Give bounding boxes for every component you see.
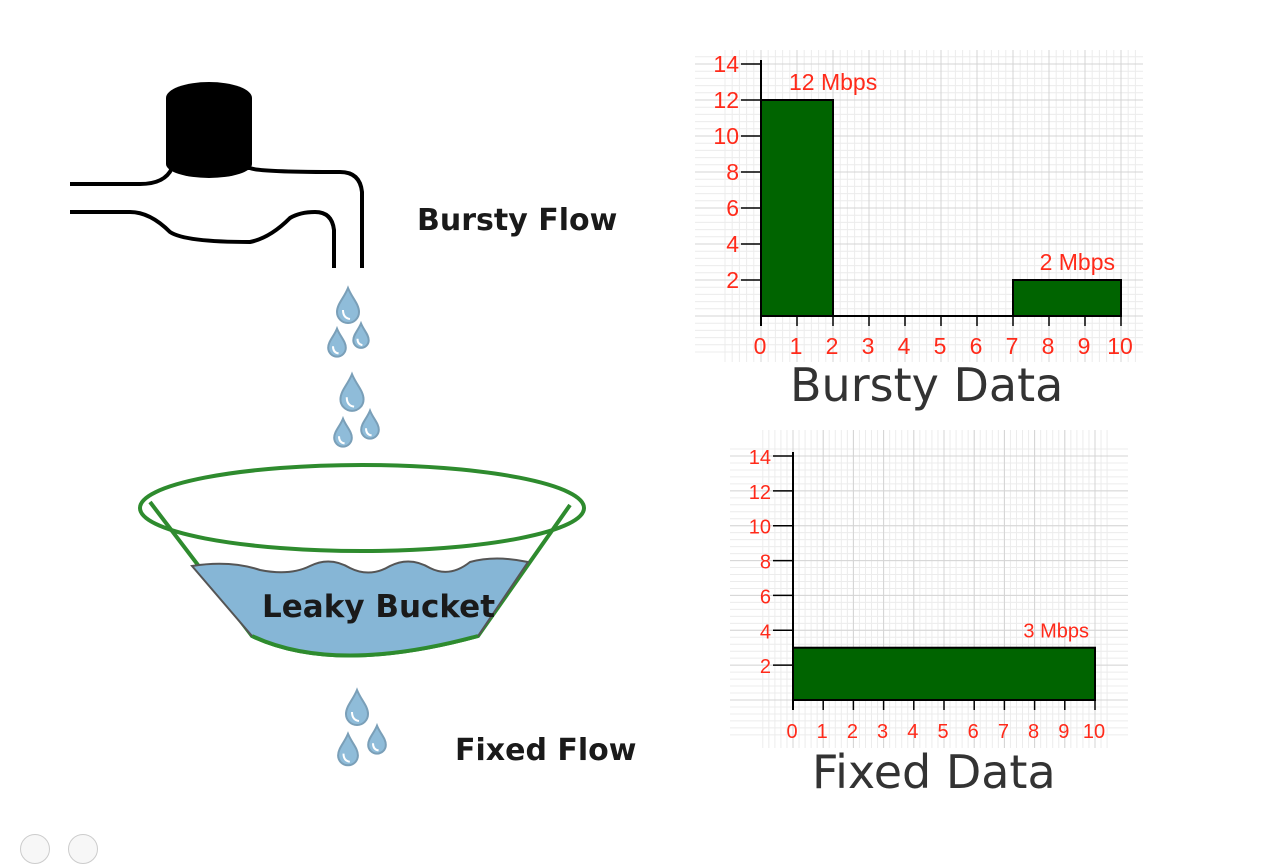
bucket-label: Leaky Bucket (262, 589, 496, 625)
x-tick-label: 6 (970, 333, 983, 359)
y-tick-label: 10 (713, 123, 739, 149)
x-tick-label: 8 (1042, 333, 1055, 359)
x-tick-label: 0 (786, 721, 797, 743)
y-tick-label: 6 (760, 586, 771, 608)
x-tick-label: 7 (998, 721, 1009, 743)
x-tick-label: 8 (1028, 721, 1039, 743)
water-drops-icon (327, 285, 380, 448)
x-tick-label: 4 (907, 721, 918, 743)
corner-circle-icon (68, 834, 98, 864)
x-tick-label: 2 (847, 721, 858, 743)
bucket-icon (138, 463, 586, 658)
bar-data-label: 3 Mbps (1023, 621, 1089, 643)
y-tick-label: 4 (760, 621, 771, 643)
drop-highlight (372, 743, 379, 752)
x-tick-label: 10 (1083, 721, 1105, 743)
bar-data-label: 2 Mbps (1040, 249, 1115, 275)
y-tick-label: 14 (749, 447, 771, 469)
bursty-flow-label: Bursty Flow (417, 203, 618, 238)
faucet-icon (70, 166, 364, 268)
bursty-data-caption: Bursty Data (790, 358, 1064, 412)
x-tick-label: 2 (826, 333, 839, 359)
leaky-bucket-illustration (70, 82, 586, 767)
drop-highlight (342, 309, 351, 320)
x-tick-label: 5 (934, 333, 947, 359)
x-tick-label: 9 (1078, 333, 1091, 359)
x-tick-label: 1 (817, 721, 828, 743)
y-tick-label: 6 (726, 195, 739, 221)
x-tick-label: 0 (754, 333, 767, 359)
y-tick-label: 2 (726, 267, 739, 293)
drop-highlight (332, 346, 339, 355)
drop-highlight (356, 338, 363, 347)
y-tick-label: 8 (760, 552, 771, 574)
fixed-data-caption: Fixed Data (812, 745, 1056, 799)
x-tick-label: 1 (790, 333, 803, 359)
y-tick-label: 14 (713, 51, 739, 77)
y-tick-label: 10 (749, 517, 771, 539)
drop-highlight (365, 428, 372, 437)
x-tick-label: 3 (862, 333, 875, 359)
corner-circle-icon (20, 834, 50, 864)
x-tick-label: 4 (898, 333, 911, 359)
y-tick-label: 12 (749, 482, 771, 504)
water-drops-bottom-icon (337, 687, 387, 767)
chart-bar (792, 646, 1096, 701)
water-drop-icon (335, 285, 361, 324)
chart-bar (760, 99, 834, 317)
faucet-valve-icon (166, 82, 252, 178)
x-tick-label: 5 (937, 721, 948, 743)
x-tick-label: 9 (1058, 721, 1069, 743)
water-drop-icon (344, 687, 370, 726)
x-tick-label: 6 (968, 721, 979, 743)
fixed-flow-label: Fixed Flow (455, 733, 637, 768)
x-tick-label: 10 (1107, 333, 1133, 359)
drop-highlight (345, 397, 355, 408)
y-tick-label: 4 (726, 231, 739, 257)
bar-data-label: 12 Mbps (789, 69, 877, 95)
y-tick-label: 12 (713, 87, 739, 113)
x-tick-label: 7 (1006, 333, 1019, 359)
drop-highlight (338, 436, 345, 445)
chart-bar (1012, 279, 1122, 317)
water-drop-icon (339, 371, 365, 412)
y-tick-label: 8 (726, 159, 739, 185)
y-tick-label: 2 (760, 656, 771, 678)
drop-highlight (351, 711, 360, 722)
drop-highlight (342, 753, 351, 763)
x-tick-label: 3 (877, 721, 888, 743)
